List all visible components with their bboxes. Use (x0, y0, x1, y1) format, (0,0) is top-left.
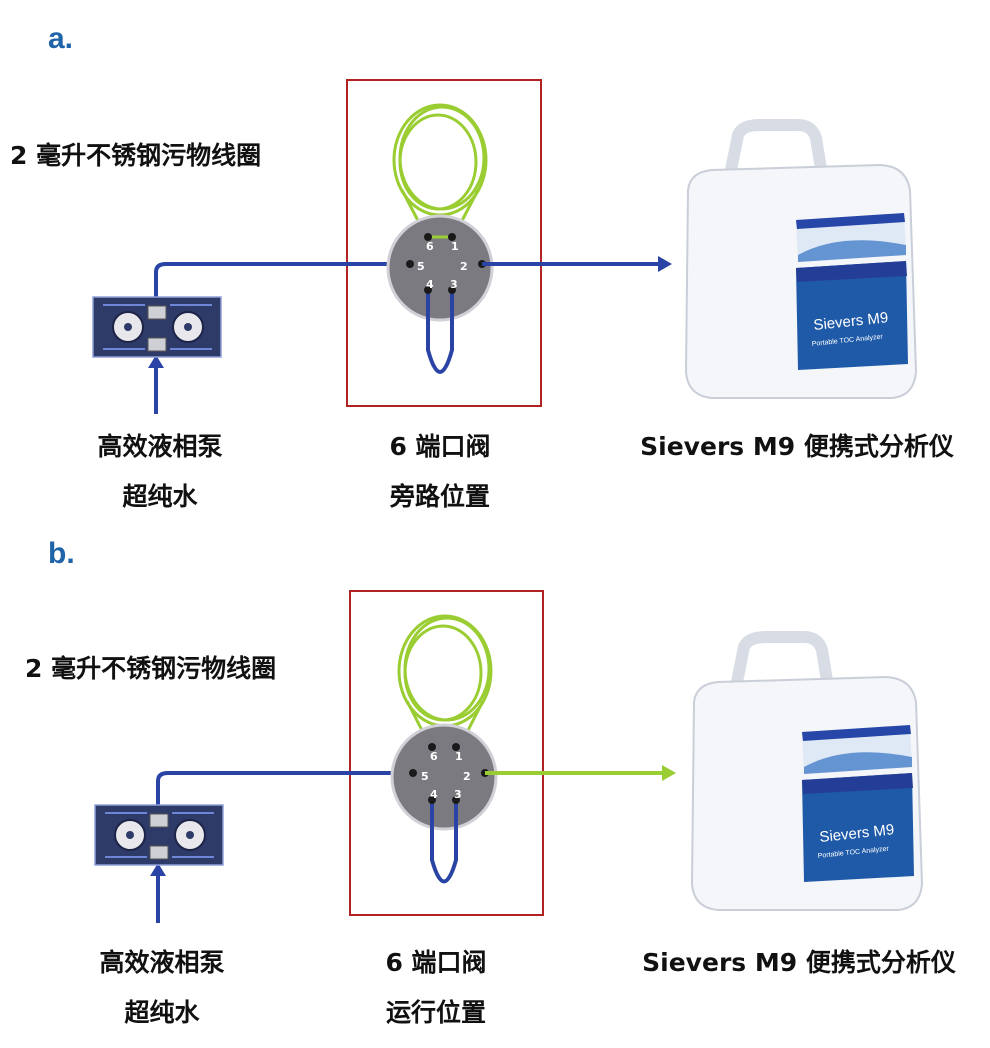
analyzer-label-line: Sievers M9 便携式分析仪 (642, 948, 956, 977)
port-dot-5 (406, 260, 414, 268)
panel-a: a. 6 1 (0, 0, 990, 520)
pump-label: 高效液相泵 超纯水 (62, 938, 262, 1038)
port-dot-1 (452, 743, 460, 751)
port-dot-4 (428, 796, 436, 804)
port-dot-1 (448, 233, 456, 241)
valve-label: 6 端口阀 运行位置 (336, 938, 536, 1038)
port-label-2: 2 (460, 260, 468, 273)
valve-highlight-box (346, 79, 542, 407)
port-label-6: 6 (426, 240, 434, 253)
analyzer-label-line: Sievers M9 便携式分析仪 (640, 432, 954, 461)
valve-label: 6 端口阀 旁路位置 (340, 422, 540, 522)
port-label-3: 3 (454, 788, 462, 801)
pump-label-line-1: 高效液相泵 (97, 432, 223, 461)
loop-caption: 2 毫升不锈钢污物线圈 (25, 654, 277, 683)
port-dot-4 (424, 286, 432, 294)
port-dot-5 (409, 769, 417, 777)
panel-b: b. 6 1 5 2 4 3 (0, 515, 990, 1035)
valve-outlet-arrowhead (658, 256, 672, 272)
valve-label-line-1: 6 端口阀 (389, 432, 491, 461)
pump-inlet-arrowhead (150, 863, 166, 876)
sievers-m9-analyzer: Sievers M9 Portable TOC Analyzer (684, 119, 918, 399)
pump-label-line-1: 高效液相泵 (99, 948, 225, 977)
port-label-3: 3 (450, 278, 458, 291)
port-label-1: 1 (451, 240, 459, 253)
valve-label-line-1: 6 端口阀 (385, 948, 487, 977)
diagram-a: 6 1 5 2 4 3 (92, 79, 918, 414)
six-port-valve (390, 723, 498, 831)
panel-letter: a. (48, 22, 74, 55)
six-port-valve (386, 214, 494, 322)
pump-to-valve-line (154, 262, 410, 297)
port-dot-6 (428, 743, 436, 751)
valve-label-line-2: 运行位置 (385, 998, 486, 1027)
port-label-4: 4 (430, 788, 438, 801)
port-dot-3 (448, 286, 456, 294)
port-label-4: 4 (426, 278, 434, 291)
hplc-pump (92, 296, 222, 358)
port-dot-6 (424, 233, 432, 241)
port-dot-3 (452, 796, 460, 804)
port-label-2: 2 (463, 770, 471, 783)
diagram-b: 6 1 5 2 4 3 Sievers M9 (94, 590, 924, 923)
pump-label-line-2: 超纯水 (122, 482, 198, 511)
port-label-5: 5 (421, 770, 429, 783)
port-label-6: 6 (430, 750, 438, 763)
sievers-m9-analyzer: Sievers M9 Portable TOC Analyzer (690, 631, 924, 911)
bypass-loop-line (426, 288, 454, 374)
pump-inlet-arrowhead (148, 355, 164, 368)
valve-ports: 6 1 5 2 4 3 (406, 233, 486, 294)
valve-highlight-box (349, 590, 544, 916)
valve-outlet-arrowhead (662, 765, 676, 781)
loop-caption: 2 毫升不锈钢污物线圈 (10, 141, 262, 170)
run-loop-line (430, 798, 458, 884)
valve-label-line-2: 旁路位置 (389, 482, 490, 511)
panel-letter: b. (48, 537, 75, 570)
valve-ports: 6 1 5 2 4 3 (409, 743, 489, 804)
port-label-5: 5 (417, 260, 425, 273)
pump-label: 高效液相泵 超纯水 (60, 422, 260, 522)
hplc-pump (94, 804, 224, 866)
analyzer-label: Sievers M9 便携式分析仪 (614, 938, 984, 988)
analyzer-label: Sievers M9 便携式分析仪 (612, 422, 982, 472)
port-label-1: 1 (455, 750, 463, 763)
pump-label-line-2: 超纯水 (124, 998, 200, 1027)
pump-to-valve-line (156, 771, 413, 805)
